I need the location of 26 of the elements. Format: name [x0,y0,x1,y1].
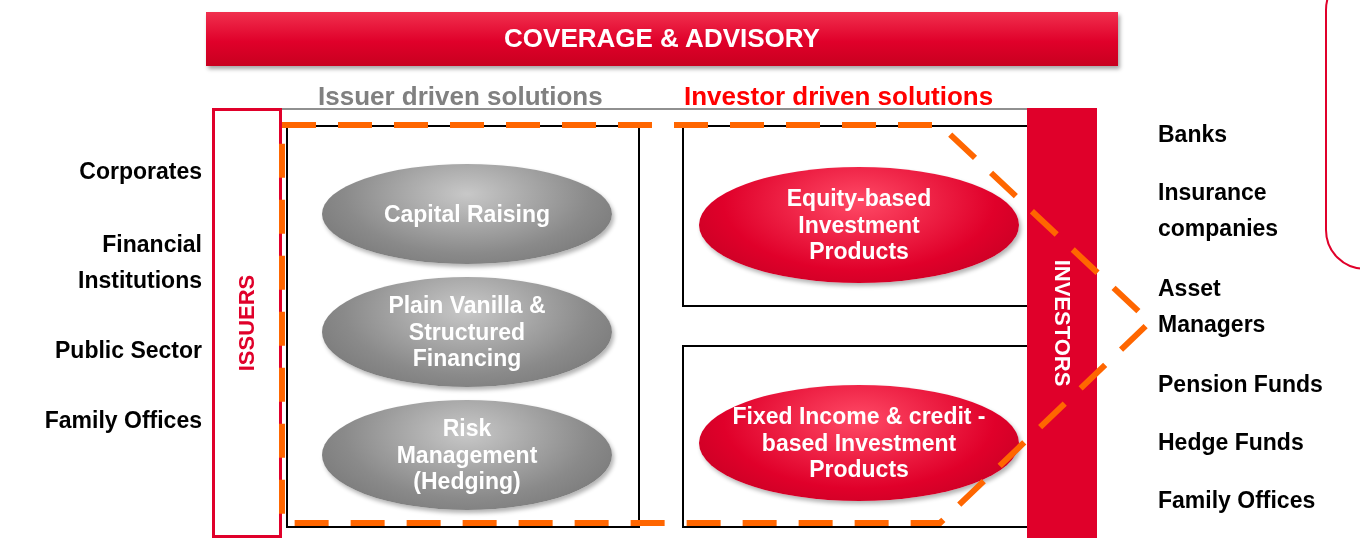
investor-type: Insurance companies [1158,178,1280,243]
node-label: Risk Management (Hedging) [395,415,539,495]
band-label: ISSUERS [234,274,260,372]
investor-type: Family Offices [1158,486,1316,515]
column-heading: Investor driven solutions [684,80,994,113]
investor-type: Banks [1158,120,1228,149]
investor-type: Hedge Funds [1158,428,1304,457]
node-label: Plain Vanilla & Structured Financing [387,292,547,372]
node-label: Equity-based Investment Products [785,185,933,265]
group-frame [286,125,640,528]
issuer-type: Corporates [79,157,202,186]
banner-title: COVERAGE & ADVISORY [503,24,821,54]
issuer-type: Public Sector [55,336,202,365]
issuer-type: Financial Institutions [77,230,202,295]
band-label: INVESTORS [1049,259,1075,387]
group-frame [682,125,1030,307]
investor-type: Asset Managers [1158,274,1267,339]
group-frame [682,345,1030,528]
issuer-type: Family Offices [44,406,202,435]
node-label: Capital Raising [382,200,552,228]
column-heading: Issuer driven solutions [318,80,603,113]
investors-band [1027,108,1097,538]
title-banner [206,12,1118,66]
investor-type: Pension Funds [1158,370,1323,399]
issuers-band [212,108,282,538]
node-label: Fixed Income & credit -based Investment Products [731,403,987,483]
